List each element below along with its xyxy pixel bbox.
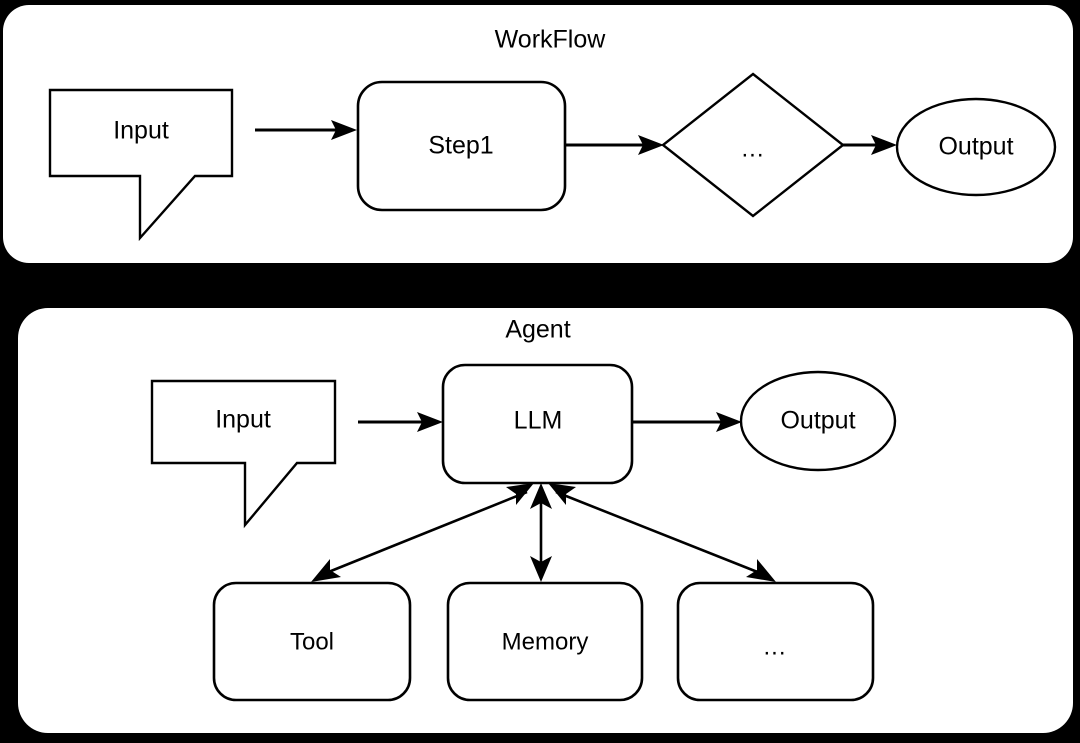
node-wf-output[interactable]: Output <box>895 97 1057 197</box>
node-wf-output-label: Output <box>938 133 1013 161</box>
node-ag-tool[interactable]: Tool <box>212 581 412 702</box>
node-ag-llm[interactable]: LLM <box>441 363 634 485</box>
rounded-rect-shape <box>212 581 412 702</box>
edge-line <box>555 490 761 575</box>
node-wf-ellipsis[interactable]: ... <box>661 72 845 218</box>
rounded-rect-shape <box>441 363 634 485</box>
node-ag-more-label: ... <box>763 633 786 660</box>
arrowhead-right-icon <box>417 412 443 432</box>
arrowhead-up-left-icon <box>506 483 534 505</box>
edge-wf-step1-to-ellipsis <box>566 135 664 155</box>
node-ag-output-label: Output <box>780 407 855 435</box>
callout-shape <box>48 88 234 242</box>
node-wf-step1-label: Step1 <box>428 132 493 160</box>
rounded-rect-shape <box>676 581 875 702</box>
edge-wf-input-to-step1 <box>255 120 357 140</box>
node-ag-output[interactable]: Output <box>739 370 897 472</box>
node-wf-input[interactable]: Input <box>48 88 234 242</box>
node-ag-memory[interactable]: Memory <box>446 581 644 702</box>
edge-line <box>325 490 528 575</box>
arrowhead-right-icon <box>716 412 742 432</box>
node-wf-step1[interactable]: Step1 <box>356 80 567 212</box>
ellipse-shape <box>739 370 897 472</box>
arrowhead-right-icon <box>871 135 897 155</box>
edge-ag-llm-to-output <box>633 412 742 432</box>
arrowhead-down-right-icon <box>746 559 776 582</box>
edge-ag-llm-to-memory <box>530 483 552 582</box>
node-ag-input[interactable]: Input <box>150 379 337 529</box>
rounded-rect-shape <box>446 581 644 702</box>
node-wf-ellipsis-label: ... <box>741 135 764 162</box>
ellipse-shape <box>895 97 1057 197</box>
node-ag-input-label: Input <box>215 406 271 434</box>
node-wf-input-label: Input <box>113 117 169 145</box>
panel-agent: Agent Input LLM <box>18 308 1073 733</box>
rounded-rect-shape <box>356 80 567 212</box>
panel-workflow-title: WorkFlow <box>495 26 607 54</box>
arrowhead-down-icon <box>530 556 552 582</box>
callout-shape <box>150 379 337 529</box>
node-ag-more[interactable]: ... <box>676 581 875 702</box>
panel-workflow: WorkFlow Input Step1 <box>3 5 1073 263</box>
arrowhead-down-left-icon <box>311 559 341 582</box>
arrowhead-up-icon <box>530 483 552 509</box>
node-ag-memory-label: Memory <box>502 628 589 655</box>
edge-ag-llm-to-tool <box>311 483 534 582</box>
arrowhead-right-icon <box>331 120 357 140</box>
edge-ag-llm-to-more <box>548 483 776 582</box>
diamond-shape <box>661 72 845 218</box>
node-ag-tool-label: Tool <box>290 628 334 655</box>
arrowhead-up-right-icon <box>548 483 576 505</box>
edge-ag-input-to-llm <box>358 412 443 432</box>
node-ag-llm-label: LLM <box>514 407 563 435</box>
panel-agent-title: Agent <box>505 316 570 344</box>
edge-wf-ellipsis-to-output <box>843 135 897 155</box>
arrowhead-right-icon <box>638 135 664 155</box>
